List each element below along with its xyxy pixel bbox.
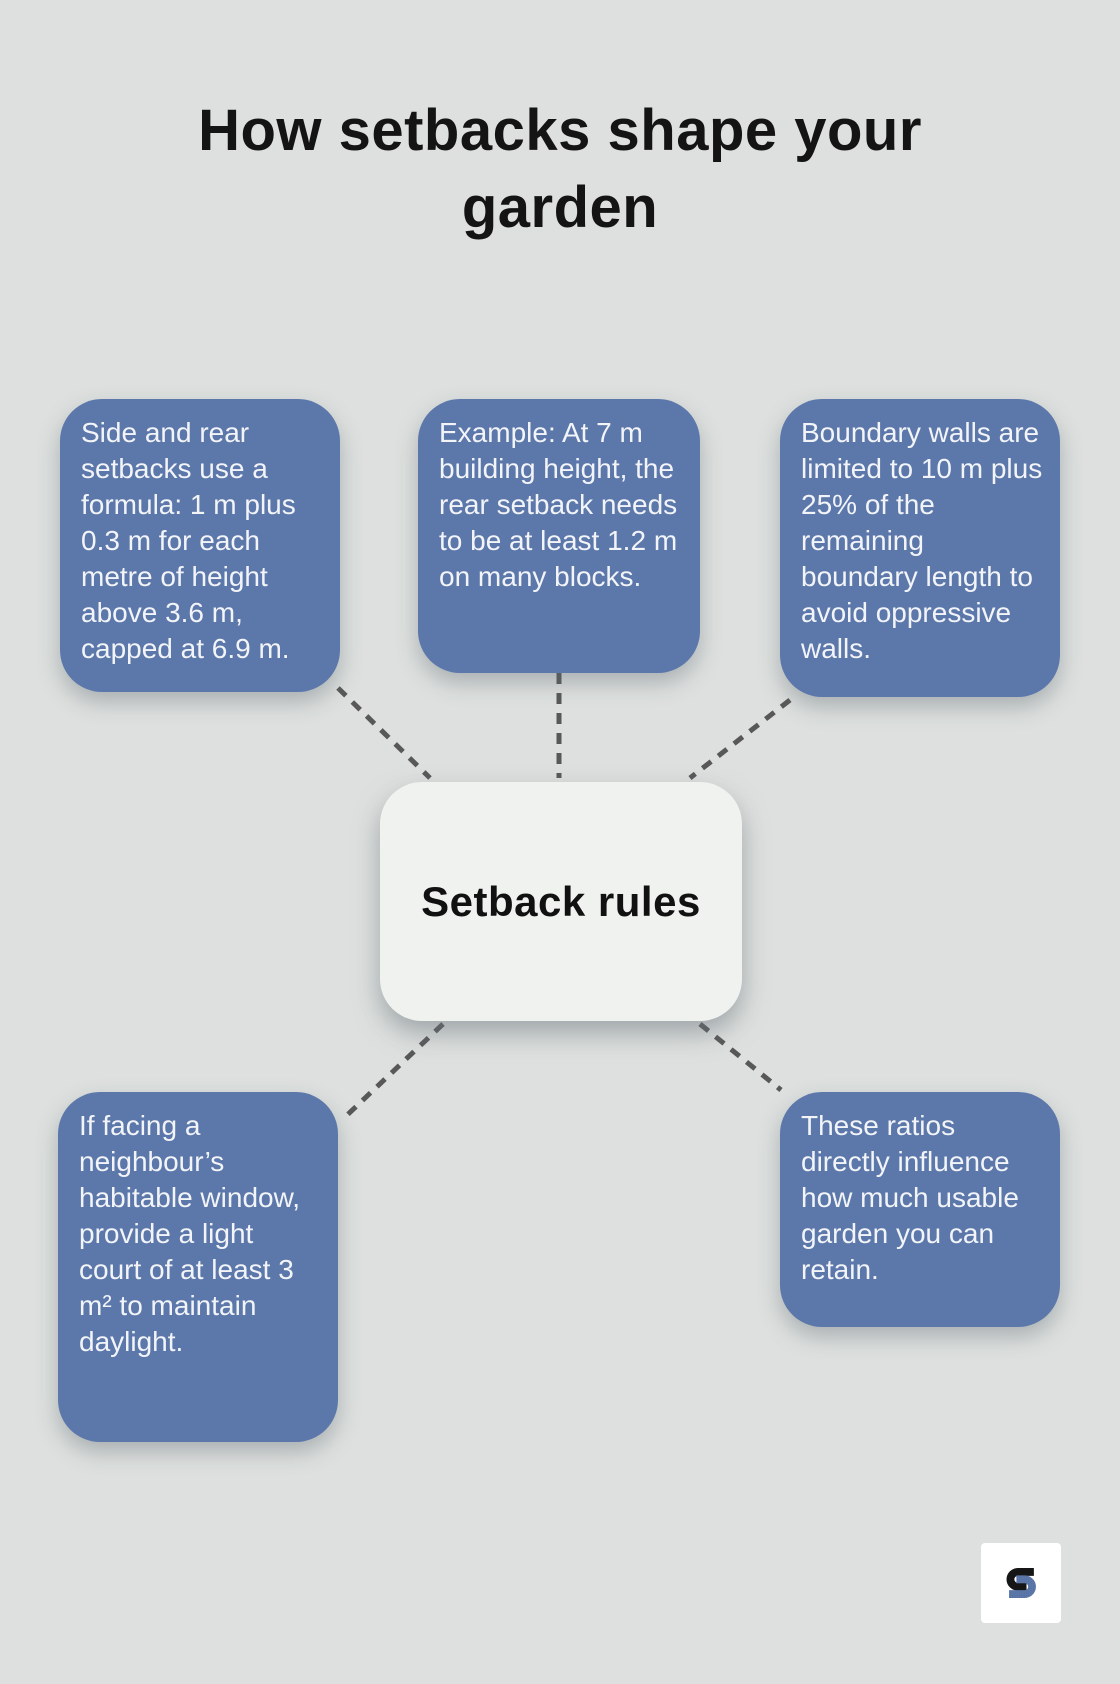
brand-logo — [981, 1543, 1061, 1623]
connector-top-right — [688, 698, 792, 780]
node-light-court-text: If facing a neighbour’s habitable window… — [79, 1110, 301, 1357]
node-boundary-walls: Boundary walls are limited to 10 m plus … — [780, 399, 1060, 697]
node-light-court: If facing a neighbour’s habitable window… — [58, 1092, 338, 1442]
node-rear-setback-example: Example: At 7 m building height, the rea… — [418, 399, 700, 673]
connector-bottom-left — [342, 1022, 445, 1120]
node-boundary-walls-text: Boundary walls are limited to 10 m plus … — [801, 417, 1043, 664]
connector-bottom-right — [698, 1022, 783, 1092]
center-node-label: Setback rules — [421, 877, 701, 925]
node-rear-setback-example-text: Example: At 7 m building height, the rea… — [439, 417, 678, 592]
node-side-rear-formula-text: Side and rear setbacks use a formula: 1 … — [81, 417, 296, 664]
page-title: How setbacks shape your garden — [198, 98, 922, 240]
node-garden-ratios: These ratios directly influence how much… — [780, 1092, 1060, 1327]
node-side-rear-formula: Side and rear setbacks use a formula: 1 … — [60, 399, 340, 692]
connector-top-left — [336, 686, 432, 780]
center-node: Setback rules — [380, 782, 742, 1021]
node-garden-ratios-text: These ratios directly influence how much… — [801, 1110, 1019, 1285]
interlocked-s-icon — [1006, 1568, 1036, 1598]
